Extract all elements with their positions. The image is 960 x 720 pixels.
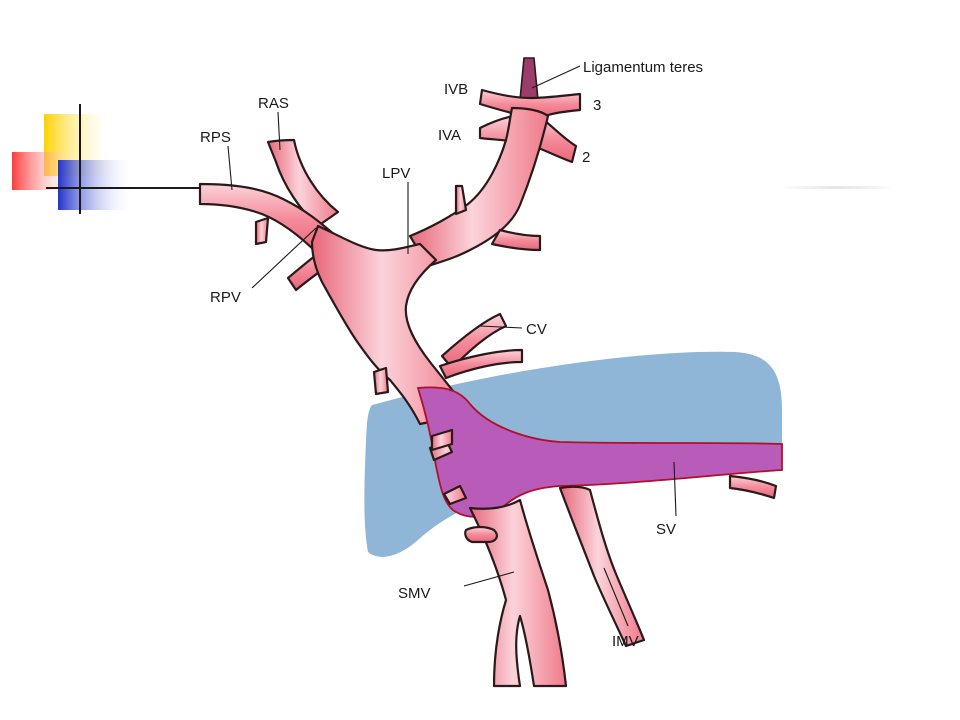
right-portal-small-branch-1 <box>254 216 270 246</box>
leader-rps <box>227 145 233 191</box>
label-ivb: IVB <box>444 81 468 98</box>
trunk-stub-upper <box>430 428 454 452</box>
leader-cv <box>479 325 523 329</box>
label-segment-3: 3 <box>593 97 601 114</box>
leader-sv <box>673 461 677 517</box>
coronary-vein-lower <box>438 348 524 380</box>
label-segment-2: 2 <box>582 149 590 166</box>
label-imv: IMV <box>612 633 639 650</box>
lpv-lateral-branch <box>490 228 542 252</box>
smv-left-stub <box>464 525 498 544</box>
splenic-vein-tail <box>728 474 778 500</box>
leader-rpv <box>251 227 317 289</box>
label-lpv: LPV <box>382 165 410 182</box>
portal-venous-tree <box>198 57 582 426</box>
label-rpv: RPV <box>210 289 241 306</box>
label-ligamentum-teres: Ligamentum teres <box>583 59 703 76</box>
inferior-mesenteric-vein <box>558 485 646 648</box>
mesenteric-veins <box>428 428 778 688</box>
leader-imv <box>603 567 629 627</box>
labels: Ligamentum teres IVB 3 IVA 2 RAS RPS LPV… <box>200 59 703 650</box>
label-rps: RPS <box>200 129 231 146</box>
leader-lines <box>227 65 677 627</box>
superior-mesenteric-vein <box>468 498 568 688</box>
umbilical-portion <box>408 106 550 268</box>
trunk-left-stub <box>372 366 390 396</box>
coronary-vein <box>440 312 508 370</box>
lpv-side-branch <box>454 184 468 216</box>
label-cv: CV <box>526 321 547 338</box>
deco-faint-rule <box>780 186 895 189</box>
leader-smv <box>463 571 515 587</box>
label-smv: SMV <box>398 585 431 602</box>
label-iva: IVA <box>438 127 461 144</box>
portal-confluence-overlap <box>416 386 783 518</box>
ligamentum-teres <box>519 57 539 101</box>
leader-ras <box>277 111 281 151</box>
leader-ligamentum-teres <box>531 65 581 89</box>
slide-decoration <box>12 104 895 214</box>
label-ras: RAS <box>258 95 289 112</box>
deco-blue-square <box>58 160 134 210</box>
right-anterior-branch <box>266 138 340 228</box>
label-sv: SV <box>656 521 676 538</box>
